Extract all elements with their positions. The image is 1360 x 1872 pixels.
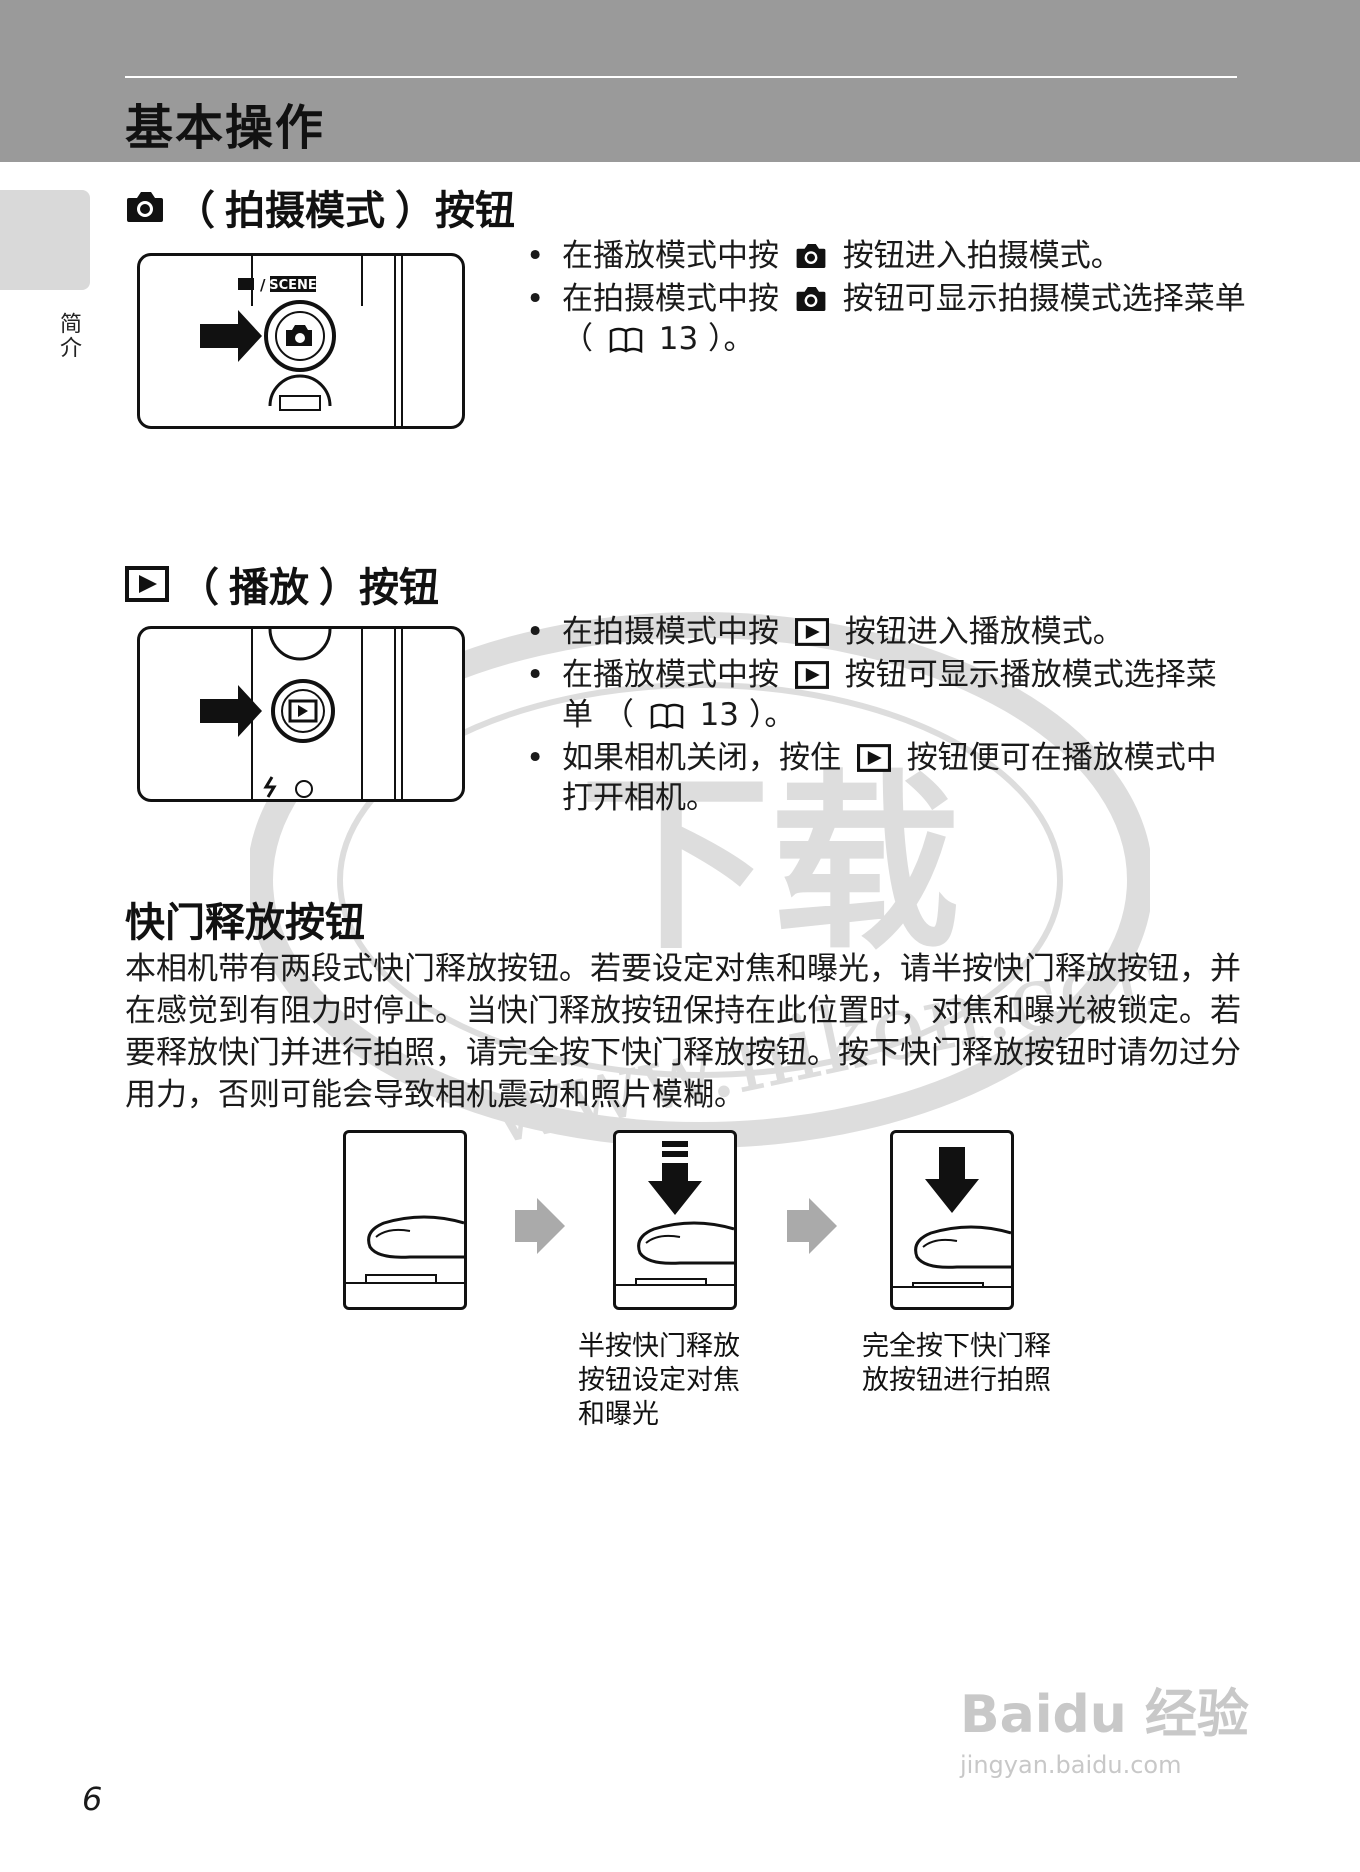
camera-icon: [125, 190, 165, 224]
play-icon: [794, 618, 829, 646]
list-item: 在拍摄模式中按 按钮可显示拍摄模式选择菜单 （ 13 ）。: [526, 279, 1246, 359]
page-number: 6: [82, 1780, 103, 1818]
camera-icon: [795, 242, 827, 270]
svg-text:SCENE: SCENE: [269, 278, 317, 293]
caption-half-press: 半按快门释放 按钮设定对焦 和曝光: [578, 1331, 740, 1430]
page-title: 基本操作: [125, 100, 326, 156]
shutter-paragraph: 本相机带有两段式快门释放按钮。若要设定对焦和曝光，请半按快门释放按钮，并在感觉到…: [125, 951, 1241, 1113]
play-section-title: （ 播放 ）按钮: [125, 555, 439, 613]
title-mode-name: 播放: [229, 565, 309, 611]
side-tab-label: 简介: [56, 312, 81, 360]
title-open-paren: （: [175, 188, 215, 234]
page-ref[interactable]: 13: [658, 321, 699, 357]
play-icon: [125, 566, 169, 602]
step-full-press-figure: [890, 1130, 1014, 1310]
book-icon: [650, 703, 684, 729]
baidu-watermark: Baidu 经验 jingyan.baidu.com: [960, 1685, 1249, 1779]
camera-icon: [795, 285, 827, 313]
list-item: 在拍摄模式中按 按钮进入播放模式。: [526, 612, 1246, 652]
play-button-figure: [137, 626, 465, 802]
page-ref[interactable]: 13: [699, 697, 740, 733]
step-half-press-figure: [613, 1130, 737, 1310]
title-mode-name: 拍摄模式: [225, 188, 385, 234]
arrow-right-icon: [787, 1198, 837, 1254]
arrow-right-icon: [515, 1198, 565, 1254]
header-rule: [125, 76, 1237, 78]
play-icon: [856, 744, 891, 772]
title-close: ）按钮: [395, 188, 515, 234]
play-icon: [794, 661, 829, 689]
list-item: 在播放模式中按 按钮可显示播放模式选择菜单 （ 13 ）。: [526, 655, 1246, 735]
title-close: ）按钮: [319, 565, 439, 611]
header-band: [0, 0, 1360, 162]
side-tab: [0, 190, 90, 290]
play-bullets: 在拍摄模式中按 按钮进入播放模式。 在播放模式中按 按钮可显示播放模式选择菜单 …: [526, 612, 1246, 821]
list-item: 如果相机关闭，按住 按钮便可在播放模式中打开相机。: [526, 738, 1246, 818]
shoot-section-title: （ 拍摄模式 ）按钮: [125, 178, 515, 236]
shoot-button-figure: / SCENE: [137, 253, 465, 429]
step-rest-figure: [343, 1130, 467, 1310]
caption-full-press: 完全按下快门释 放按钮进行拍照: [862, 1331, 1051, 1396]
book-icon: [609, 327, 643, 353]
list-item: 在播放模式中按 按钮进入拍摄模式。: [526, 236, 1246, 276]
svg-text:/: /: [260, 276, 266, 294]
shutter-section-title: 快门释放按钮: [125, 900, 365, 946]
shoot-bullets: 在播放模式中按 按钮进入拍摄模式。 在拍摄模式中按 按钮可显示拍摄模式选择菜单 …: [526, 236, 1246, 362]
title-open-paren: （: [179, 565, 219, 611]
